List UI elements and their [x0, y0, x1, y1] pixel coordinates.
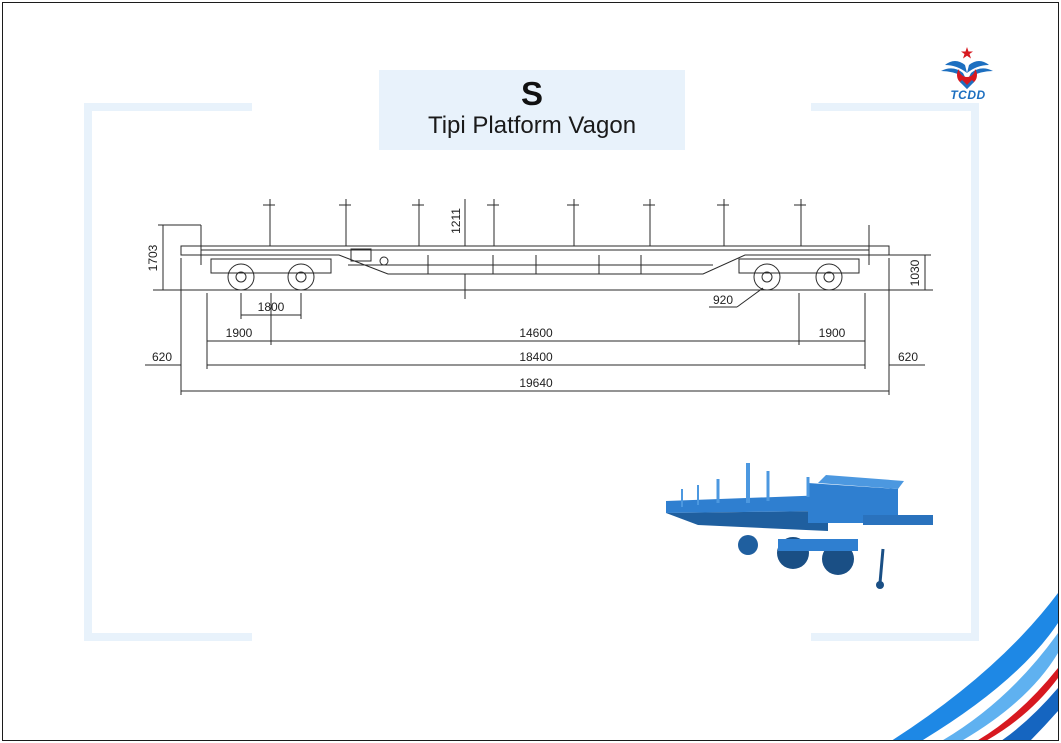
wagon-photo-icon — [666, 463, 933, 589]
right-bogie — [738, 258, 860, 291]
title-box: S Tipi Platform Vagon — [379, 70, 685, 150]
dim-overhang-right: 620 — [898, 350, 918, 364]
dim-bogie-wheelbase: 1800 — [258, 300, 285, 314]
dim-bogie-offset-right: 1900 — [819, 326, 846, 340]
frame-bracket-top-right — [811, 103, 979, 111]
dim-overhang-left: 620 — [152, 350, 172, 364]
dim-bogie-centers: 14600 — [519, 326, 553, 340]
dim-height-total: 1703 — [146, 244, 160, 271]
dim-bogie-offset-left: 1900 — [226, 326, 253, 340]
corner-stripes — [892, 593, 1058, 740]
stakes — [263, 199, 806, 246]
wagon-type-title: Tipi Platform Vagon — [427, 112, 637, 139]
frame-bracket-left — [84, 103, 92, 641]
dim-length-buffers: 19640 — [519, 376, 553, 390]
left-bogie — [210, 258, 332, 291]
dim-wheel-diameter: 920 — [713, 293, 733, 307]
wagon-type-letter: S — [520, 75, 543, 112]
dim-deck-height: 1030 — [908, 259, 922, 286]
frame-bracket-bottom-right — [811, 633, 979, 641]
frame-bracket-top-left — [84, 103, 252, 111]
dim-stake-height: 1211 — [449, 208, 463, 234]
tcdd-winged-star-icon — [941, 47, 993, 90]
tcdd-logo-text: TCDD — [950, 88, 986, 102]
frame-bracket-right — [971, 103, 979, 641]
wagon-technical-drawing: 1703 1211 1030 1800 920 1900 14600 1900 … — [145, 199, 933, 395]
frame-bracket-bottom-left — [84, 633, 252, 641]
dim-length-headstocks: 18400 — [519, 350, 553, 364]
